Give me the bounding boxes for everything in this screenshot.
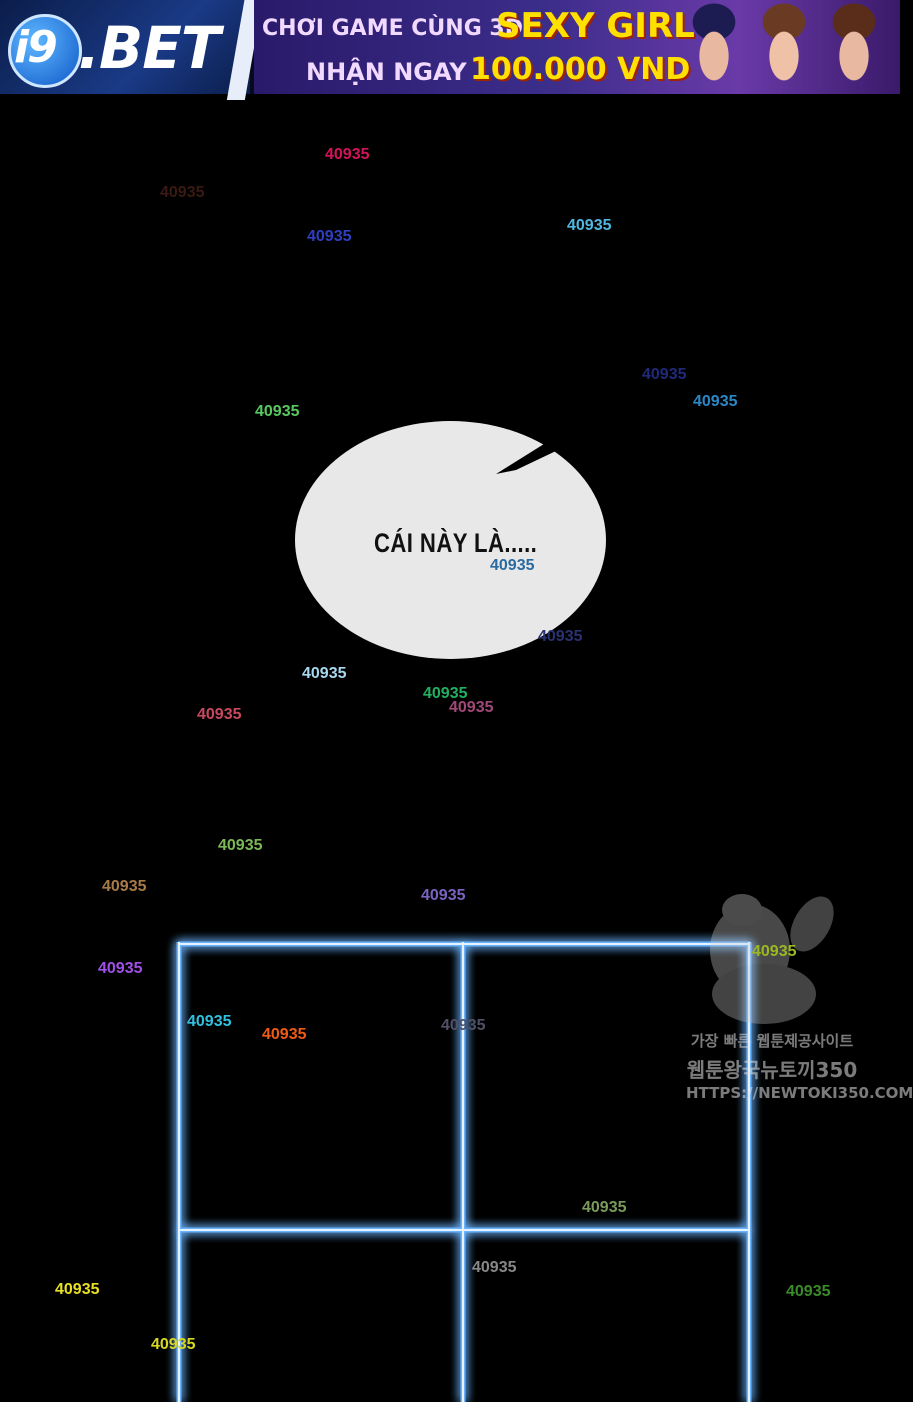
promo-characters-image [674,0,900,94]
number-watermark: 40935 [218,837,263,854]
speech-bubble-text: CÁI NÀY LÀ..... [374,528,538,558]
number-watermark: 40935 [472,1259,517,1276]
stamp-line2: 웹툰왕국뉴토끼350 [686,1058,858,1082]
logo-i9-text: i9 [14,22,58,73]
site-watermark-stamp: 가장 빠른 웹툰제공사이트 웹툰왕국뉴토끼350 HTTPS://NEWTOKI… [686,890,913,1110]
number-watermark: 40935 [102,878,147,895]
number-watermark: 40935 [441,1017,486,1034]
promo-panel: CHƠI GAME CÙNG 3D SEXY GIRL NHẬN NGAY 10… [254,0,900,94]
number-watermark: 40935 [197,706,242,723]
number-watermark: 40935 [160,184,205,201]
stamp-line3: HTTPS://NEWTOKI350.COM [686,1084,913,1102]
logo-bet-text: .BET [78,14,220,82]
speech-bubble [295,421,606,659]
number-watermark: 40935 [752,943,797,960]
number-watermark: 40935 [490,557,535,574]
number-watermark: 40935 [262,1026,307,1043]
promo-line1-right: SEXY GIRL [496,6,695,46]
number-watermark: 40935 [786,1283,831,1300]
number-watermark: 40935 [421,887,466,904]
number-watermark: 40935 [55,1281,100,1298]
number-watermark: 40935 [693,393,738,410]
number-watermark: 40935 [538,628,583,645]
number-watermark: 40935 [582,1199,627,1216]
number-watermark: 40935 [642,366,687,383]
bubble-notch [496,438,558,474]
promo-line2-right: 100.000 VND [470,52,691,87]
number-watermark: 40935 [187,1013,232,1030]
i9bet-logo: i9 .BET [0,0,250,94]
number-watermark: 40935 [423,685,468,702]
number-watermark: 40935 [449,699,494,716]
number-watermark: 40935 [325,146,370,163]
number-watermark: 40935 [302,665,347,682]
promo-line2-left: NHẬN NGAY [306,58,467,86]
number-watermark: 40935 [567,217,612,234]
stamp-line1: 가장 빠른 웹툰제공사이트 [690,1032,854,1050]
ad-banner[interactable]: i9 .BET CHƠI GAME CÙNG 3D SEXY GIRL NHẬN… [0,0,900,100]
number-watermark: 40935 [255,403,300,420]
number-watermark: 40935 [151,1336,196,1353]
rabbit-mascot-icon [710,894,834,1024]
number-watermark: 40935 [98,960,143,977]
logo-badge-icon [8,14,82,88]
number-watermark: 40935 [307,228,352,245]
promo-line1-left: CHƠI GAME CÙNG 3D [262,16,523,41]
